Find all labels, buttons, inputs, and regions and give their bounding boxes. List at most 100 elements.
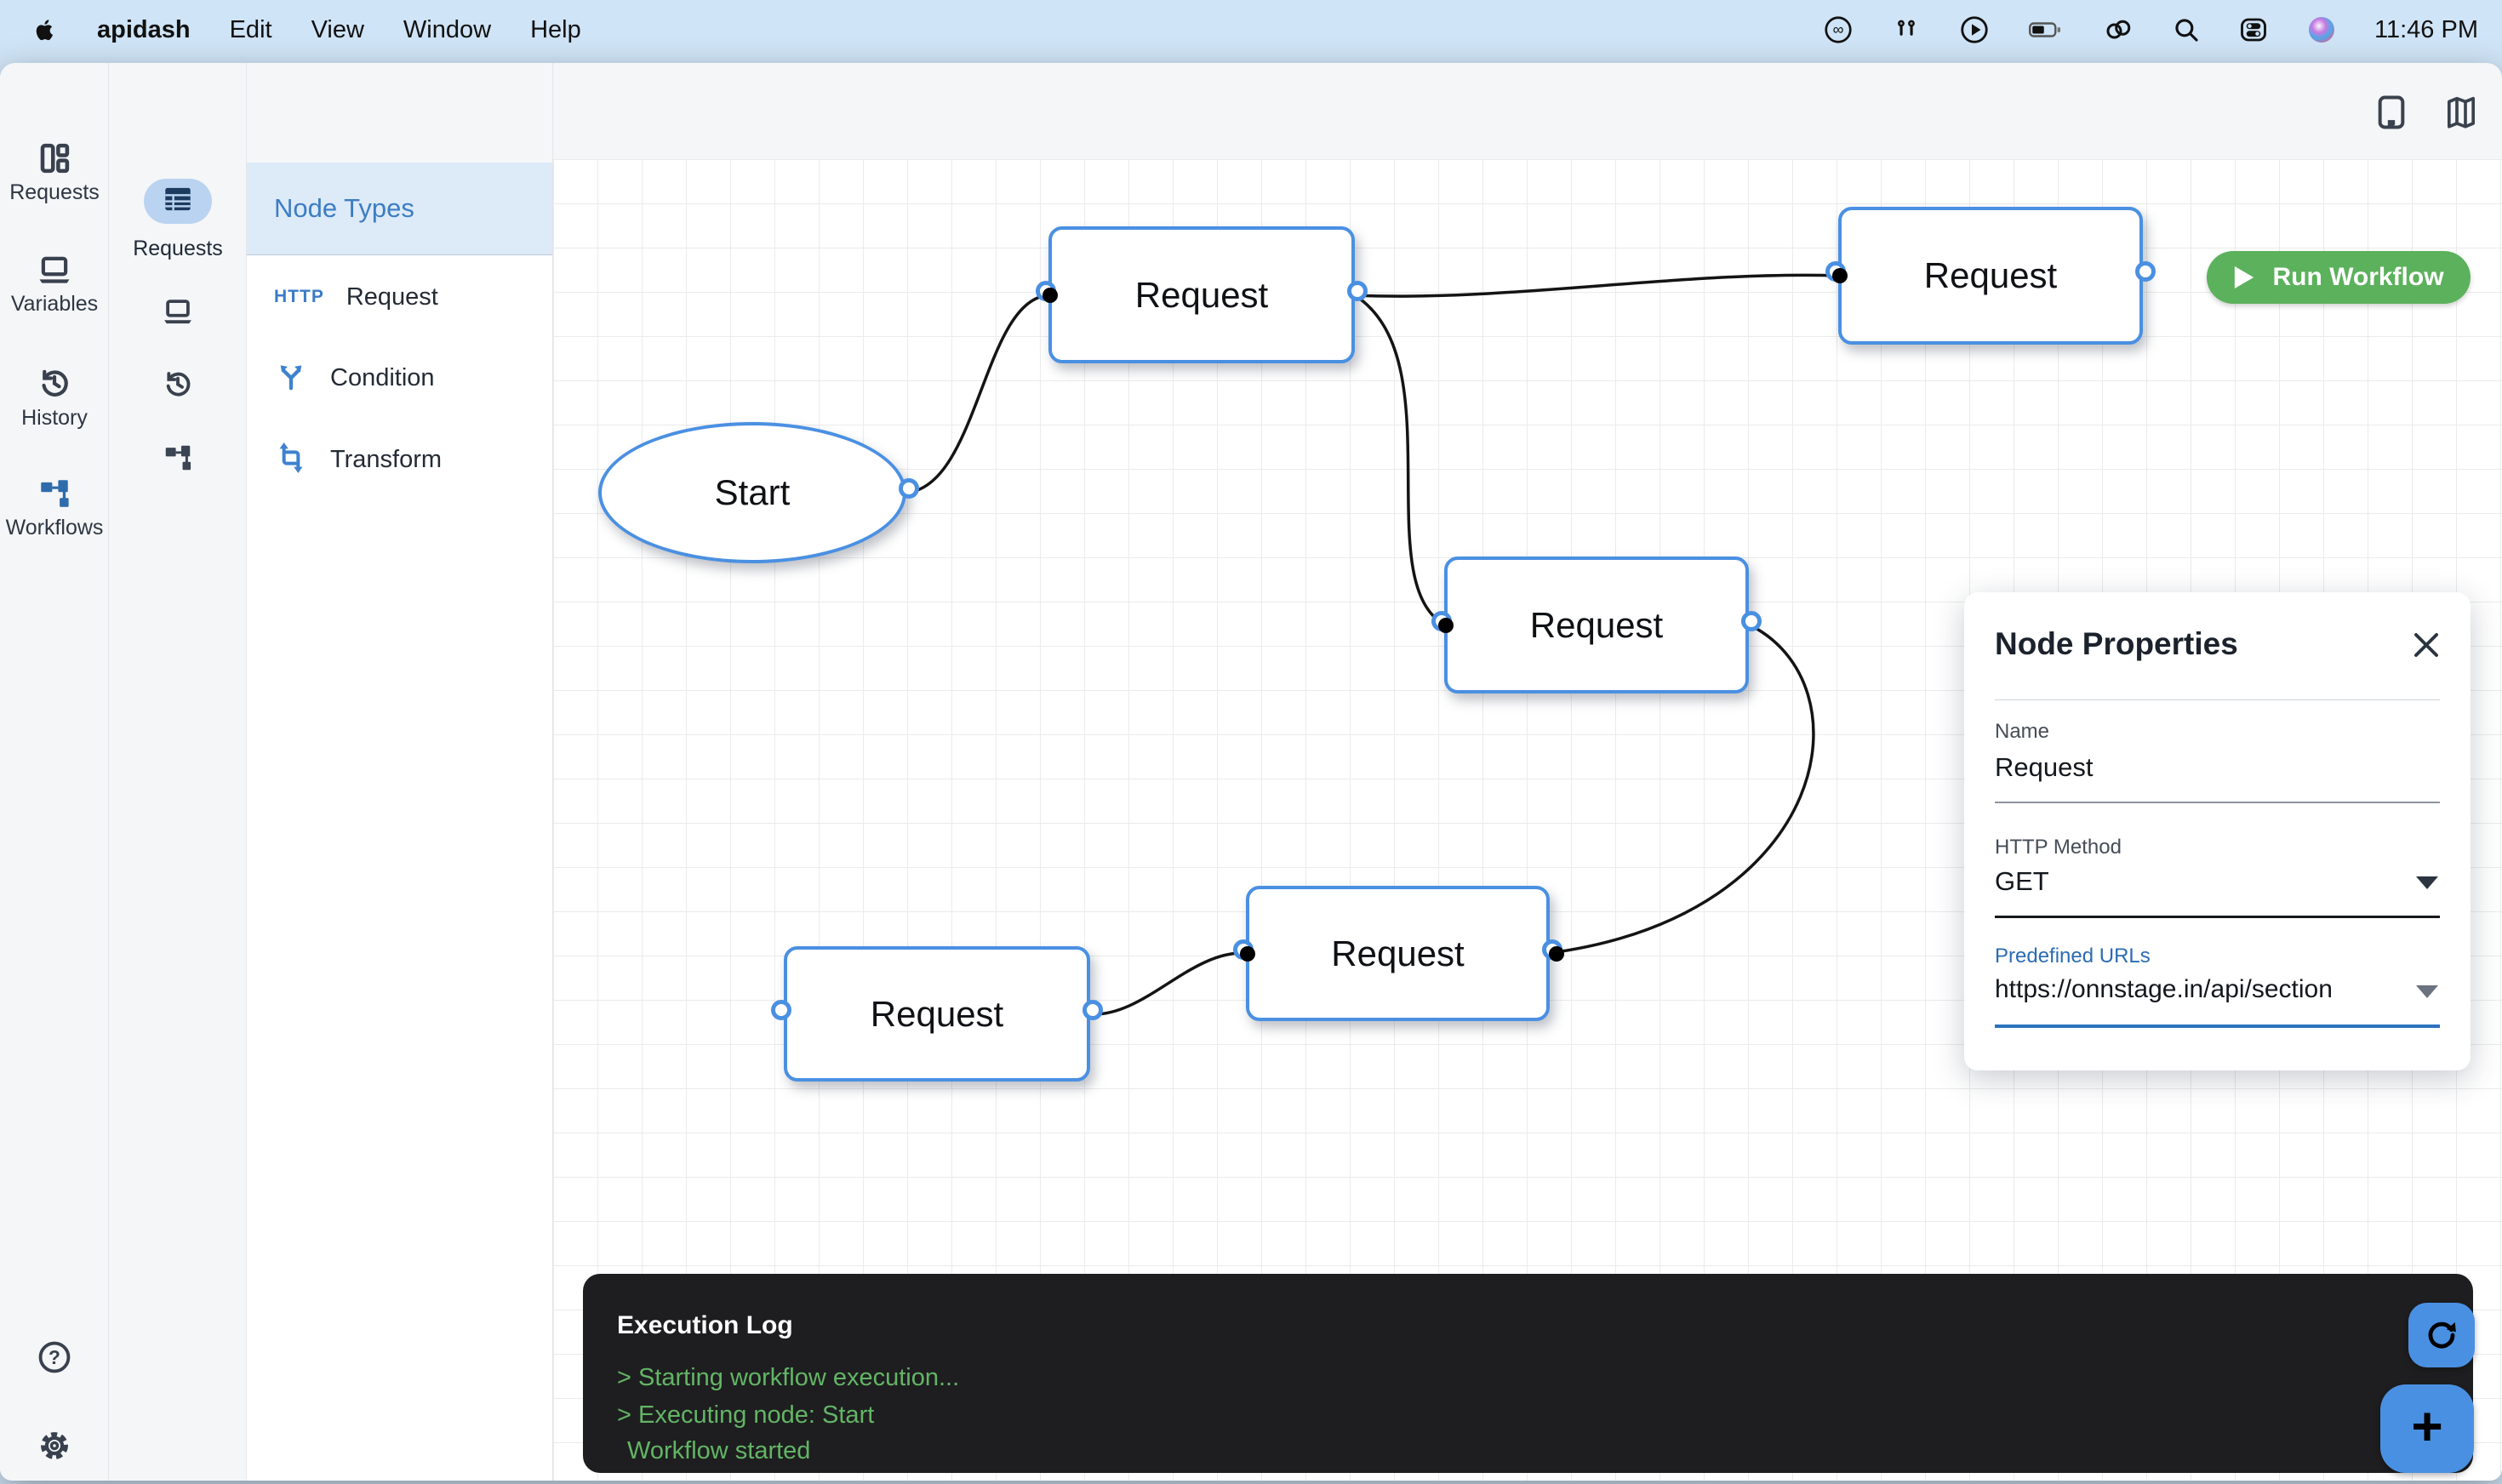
gear-icon: [37, 1432, 72, 1467]
log-line: > Executing node: Start: [617, 1401, 875, 1429]
battery-icon[interactable]: [2027, 14, 2065, 45]
input-port[interactable]: [1431, 610, 1454, 633]
workflows-button[interactable]: [109, 442, 247, 478]
menu-item-edit[interactable]: Edit: [229, 15, 272, 43]
node-start[interactable]: Start: [598, 422, 919, 563]
output-port[interactable]: [1082, 999, 1103, 1020]
node-request-1[interactable]: Request: [1036, 226, 1368, 363]
execution-log-title: Execution Log: [617, 1311, 793, 1339]
url-dropdown[interactable]: https://onnstage.in/api/section: [1995, 975, 2333, 1003]
nav-rail: Requests Variables History: [0, 63, 109, 1481]
sidebar-item-history[interactable]: History: [0, 364, 109, 431]
apple-icon[interactable]: [32, 17, 58, 43]
node-type-transform[interactable]: Transform: [247, 432, 553, 487]
svg-text:∞: ∞: [1833, 21, 1844, 38]
node-label: Request: [1529, 604, 1664, 645]
method-field-label: HTTP Method: [1995, 836, 2122, 859]
collection-rail: Requests: [109, 63, 247, 1481]
output-port[interactable]: [2135, 261, 2156, 282]
menu-clock[interactable]: 11:46 PM: [2374, 15, 2478, 43]
close-icon[interactable]: [2411, 630, 2442, 660]
run-workflow-button[interactable]: Run Workflow: [2207, 251, 2471, 304]
workflow-canvas[interactable]: Run Workflow Start Request Request Reque…: [553, 159, 2502, 1481]
add-node-button[interactable]: +: [2380, 1384, 2474, 1473]
output-port[interactable]: [899, 478, 919, 499]
control-center-icon[interactable]: [2238, 14, 2269, 45]
output-port[interactable]: [1741, 610, 1762, 631]
node-properties-panel: Node Properties Name Request HTTP Method…: [1964, 592, 2471, 1070]
sidebar-item-requests[interactable]: Requests: [0, 140, 109, 205]
input-port[interactable]: [1036, 280, 1058, 303]
node-request-2[interactable]: Request: [1825, 207, 2156, 345]
node-label: Request: [1923, 255, 2058, 295]
node-label: Request: [1134, 274, 1269, 315]
edge-request1-request2: [1353, 273, 1840, 298]
history-icon: [36, 369, 73, 405]
output-port[interactable]: [1347, 280, 1368, 301]
help-icon: ?: [37, 1341, 72, 1378]
edge-request5-request4: [1088, 951, 1248, 1016]
link-icon[interactable]: [2102, 14, 2134, 45]
panel-title: Node Properties: [1995, 626, 2238, 661]
name-field-input[interactable]: Request: [1995, 752, 2094, 782]
menu-app-name[interactable]: apidash: [97, 15, 191, 43]
airpods-icon[interactable]: [1891, 14, 1922, 45]
log-line: > Starting workflow execution...: [617, 1364, 960, 1391]
workflow-icon: [161, 445, 195, 477]
play-icon: [2235, 266, 2254, 288]
branch-icon: [274, 359, 308, 397]
execution-log-panel: Execution Log > Starting workflow execut…: [583, 1274, 2473, 1473]
search-icon[interactable]: [2172, 15, 2201, 44]
node-types-header: Node Types: [247, 163, 552, 255]
dashboard-icon: [37, 143, 72, 180]
settings-button[interactable]: [0, 1428, 109, 1468]
node-label: Request: [1331, 933, 1465, 973]
workflow-icon: [36, 480, 73, 515]
laptop-icon: [35, 256, 74, 291]
chevron-down-icon[interactable]: [2416, 985, 2438, 998]
refresh-icon: [2428, 1321, 2456, 1349]
node-request-5[interactable]: Request: [771, 946, 1103, 1082]
input-port[interactable]: [1542, 939, 1564, 962]
method-dropdown[interactable]: GET: [1995, 866, 2049, 896]
app-window: New Workflow Requests: [0, 63, 2502, 1481]
sidebar-item-variables[interactable]: Variables: [0, 252, 109, 317]
urls-field-label: Predefined URLs: [1995, 945, 2151, 967]
node-request-3[interactable]: Request: [1431, 556, 1762, 693]
input-port[interactable]: [771, 999, 791, 1020]
environments-button[interactable]: [109, 295, 247, 332]
sidebar-item-label: Variables: [10, 292, 99, 316]
refresh-button[interactable]: [2408, 1303, 2475, 1367]
node-types-title: Node Types: [274, 193, 414, 223]
help-button[interactable]: ?: [0, 1339, 109, 1379]
svg-text:?: ?: [49, 1346, 60, 1368]
input-port[interactable]: [1825, 261, 1848, 283]
collection-tab-requests[interactable]: [144, 179, 212, 224]
plus-icon: +: [2411, 1396, 2443, 1457]
laptop-icon: [160, 300, 196, 331]
device-preview-icon[interactable]: [2374, 94, 2408, 131]
history-icon: [161, 372, 195, 404]
creative-cloud-icon[interactable]: ∞: [1823, 14, 1854, 45]
sidebar-item-label: Workflows: [5, 516, 104, 539]
collection-tab-label: Requests: [133, 237, 223, 260]
siri-icon[interactable]: [2306, 14, 2337, 45]
node-type-condition[interactable]: Condition: [247, 351, 553, 405]
transform-icon: [274, 441, 308, 479]
menu-item-view[interactable]: View: [311, 15, 364, 43]
chevron-down-icon[interactable]: [2416, 876, 2438, 889]
menu-item-help[interactable]: Help: [530, 15, 581, 43]
play-circle-icon[interactable]: [1959, 14, 1990, 45]
node-request-4[interactable]: Request: [1233, 886, 1564, 1021]
map-icon[interactable]: [2444, 94, 2478, 131]
menu-item-window[interactable]: Window: [403, 15, 492, 43]
sidebar-item-workflows[interactable]: Workflows: [0, 476, 109, 540]
node-type-label: Request: [346, 283, 438, 311]
sidebar-item-label: History: [21, 406, 88, 430]
node-type-request[interactable]: HTTP Request: [247, 270, 553, 324]
menu-bar: apidash Edit View Window Help ∞: [0, 0, 2502, 60]
input-port[interactable]: [1233, 939, 1255, 962]
table-icon: [162, 185, 194, 218]
history-button[interactable]: [109, 367, 247, 405]
node-label: Start: [714, 472, 791, 512]
